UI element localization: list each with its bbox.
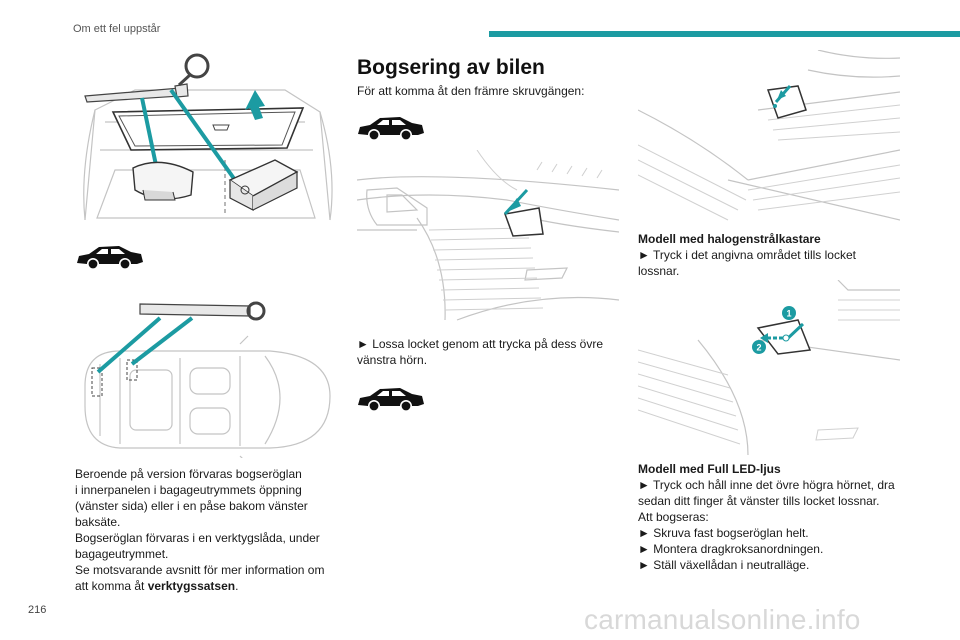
tow-step: ► Skruva fast bogseröglan helt. — [638, 526, 809, 540]
led-step-line: sedan ditt finger åt vänster tills locke… — [638, 494, 880, 508]
storage-line-last: att komma åt verktygssatsen. — [75, 579, 239, 593]
boot-storage-illustration — [75, 50, 337, 228]
storage-line: (vänster sida) eller i en påse bakom vän… — [75, 499, 308, 513]
front-bumper-illustration — [357, 150, 619, 330]
halogen-bumper-illustration — [638, 50, 900, 226]
halogen-instructions: Modell med halogenstrålkastare ► Tryck i… — [638, 231, 900, 279]
halogen-step-line: lossnar. — [638, 264, 680, 278]
tool-kit-reference-link[interactable]: verktygssatsen — [147, 579, 236, 593]
step-badge-1: 1 — [786, 309, 791, 319]
page-number: 216 — [28, 604, 47, 616]
halogen-step-line: ► Tryck i det angivna området tills lock… — [638, 248, 856, 262]
tow-step: ► Montera dragkroksanordningen. — [638, 542, 824, 556]
led-bumper-illustration: 1 2 — [638, 280, 900, 455]
storage-line: bagageutrymmet. — [75, 547, 169, 561]
halogen-heading: Modell med halogenstrålkastare — [638, 232, 821, 246]
led-instructions: Modell med Full LED-ljus ► Tryck och hål… — [638, 461, 900, 573]
step-loosen-cover: ► Lossa locket genom att trycka på dess … — [357, 337, 603, 367]
storage-line: Bogseröglan förvaras i en verktygslåda, … — [75, 531, 320, 545]
step-badge-2: 2 — [756, 343, 761, 353]
led-step-line: ► Tryck och håll inne det övre högra hör… — [638, 478, 895, 492]
car-silhouette-icon — [356, 385, 426, 413]
car-topview-illustration — [80, 296, 335, 458]
car-silhouette-icon — [75, 243, 145, 271]
page-title: Bogsering av bilen — [357, 56, 545, 79]
storage-line: Se motsvarande avsnitt för mer informati… — [75, 563, 325, 577]
storage-line: i innerpanelen i bagageutrymmets öppning — [75, 483, 302, 497]
intro-text: För att komma åt den främre skruvgängen: — [357, 84, 585, 98]
watermark: carmanualsonline.info — [584, 604, 861, 635]
led-heading: Modell med Full LED-ljus — [638, 462, 781, 476]
header-accent-bar — [489, 31, 960, 37]
storage-line: Beroende på version förvaras bogseröglan — [75, 467, 302, 481]
towing-label: Att bogseras: — [638, 510, 709, 524]
storage-line: baksäte. — [75, 515, 121, 529]
storage-description: Beroende på version förvaras bogseröglan… — [75, 466, 345, 594]
tow-step: ► Ställ växellådan i neutralläge. — [638, 558, 810, 572]
section-header: Om ett fel uppstår — [73, 23, 161, 35]
car-silhouette-icon — [356, 114, 426, 142]
